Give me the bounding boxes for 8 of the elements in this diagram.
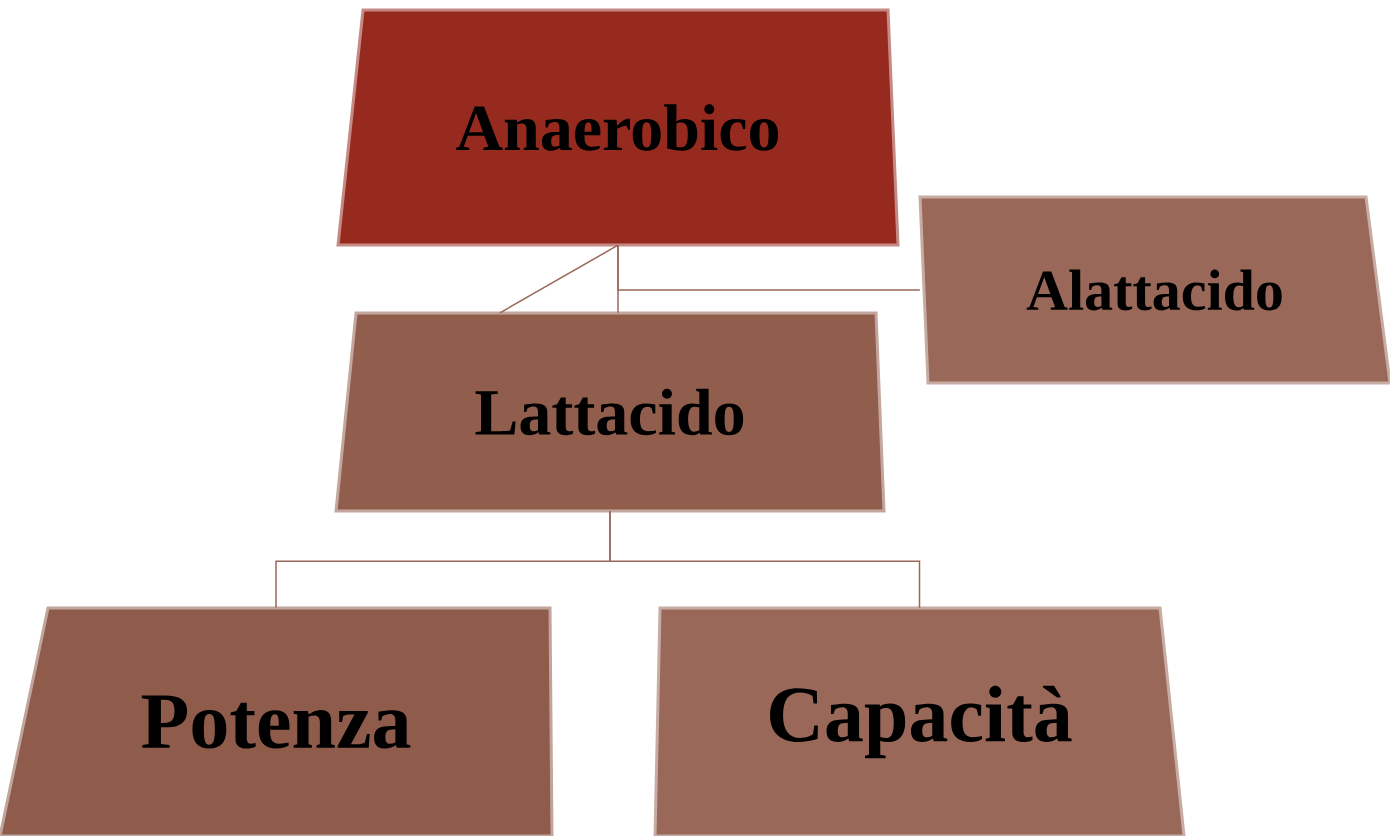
connector-line <box>617 244 619 314</box>
process-box: Lattacido <box>334 311 886 513</box>
process-box: Anaerobico <box>336 8 900 247</box>
connector-line <box>609 510 921 609</box>
process-box: Potenza <box>0 606 554 836</box>
process-box: Alattacido <box>918 195 1390 385</box>
process-box: Capacità <box>653 606 1186 836</box>
connector-line <box>499 244 619 314</box>
